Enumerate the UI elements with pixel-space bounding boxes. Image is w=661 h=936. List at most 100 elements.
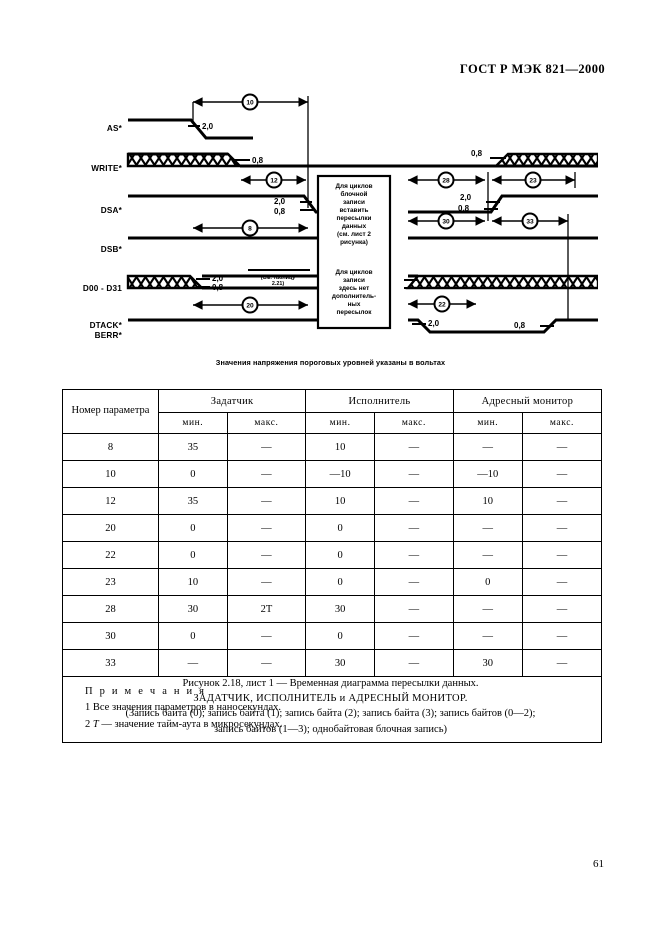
cell-value-0: 0 [158, 622, 228, 650]
cell-value-2: 0 [305, 622, 376, 650]
bubble-22-label: 22 [438, 302, 446, 309]
cell-value-0: — [158, 649, 228, 677]
cell-value-4: — [452, 514, 523, 542]
threshold-voltage-note: Значения напряжения пороговых уровней ук… [215, 358, 446, 367]
caption-line-1: Рисунок 2.18, лист 1 — Временная диаграм… [182, 678, 479, 689]
timing-diagram: AS* WRITE* DSA* DSB* D00 - D31 DTACK* BE… [78, 88, 598, 350]
bubble-28 [437, 171, 455, 189]
bubble-10 [241, 93, 259, 111]
svg-text:пересылок: пересылок [337, 309, 373, 316]
parameters-table-wrapper: Номер параметра Задатчик Исполнитель Адр… [62, 389, 603, 743]
table-header-row-sub: мин. макс. мин. макс. мин. макс. [63, 412, 603, 434]
cell-value-1: — [226, 541, 307, 569]
caption-line-4: запись байтов (1—3); однобайтовая блочна… [213, 723, 447, 735]
header-group-monitor: Адресный монитор [452, 389, 603, 413]
cell-value-4: 0 [452, 568, 523, 596]
cell-value-2: —10 [305, 460, 376, 488]
cell-value-3: — [374, 622, 454, 650]
cell-param-number: 22 [62, 541, 159, 569]
write-voltage-08: 0,8 [252, 156, 264, 165]
dsa-voltage-08: 0,8 [274, 207, 286, 216]
notes-title: П р и м е ч а н и я [85, 686, 207, 697]
header-param-number: Номер параметра [62, 389, 159, 434]
cell-value-4: — [452, 433, 523, 461]
write-voltage-08-right: 0,8 [471, 149, 483, 158]
svg-text:записи: записи [343, 277, 365, 284]
bubble-20-label: 20 [246, 303, 254, 310]
signal-label-dsb: DSB* [101, 245, 123, 254]
svg-text:записи: записи [343, 199, 365, 206]
svg-text:блочной: блочной [341, 190, 368, 198]
notes-line-2-rest: — значение тайм-аута в микросекундах. [98, 718, 283, 730]
cell-value-5: — [521, 514, 603, 542]
cell-value-1: — [226, 460, 307, 488]
cell-value-0: 0 [158, 514, 228, 542]
cell-value-5: — [521, 649, 603, 677]
bubble-22 [433, 295, 451, 313]
signal-label-berr: BERR* [95, 331, 123, 340]
signal-label-as: AS* [107, 124, 123, 133]
cell-value-0: 0 [158, 460, 228, 488]
table-reference-number: 2.21) [272, 281, 284, 287]
cell-value-0: 10 [158, 568, 228, 596]
header-sub-min-3: мин. [452, 412, 523, 434]
note-box-lower-text: Для циклов записи здесь нет дополнитель-… [332, 269, 376, 316]
header-sub-max-1: макс. [226, 412, 307, 434]
svg-text:данных: данных [342, 223, 367, 230]
header-sub-max-3: макс. [521, 412, 603, 434]
cell-param-number: 8 [62, 433, 159, 461]
cell-value-0: 35 [158, 433, 228, 461]
cell-value-5: — [521, 433, 603, 461]
cell-param-number: 10 [62, 460, 159, 488]
notes-line-2: 2 T — значение тайм-аута в микросекундах… [85, 717, 601, 733]
cell-value-0: 30 [158, 595, 228, 623]
cell-value-1: — [226, 622, 307, 650]
cell-value-0: 35 [158, 487, 228, 515]
dtack-voltage-2v: 2,0 [428, 319, 440, 328]
bubble-12 [265, 171, 283, 189]
table-header-row-groups: Номер параметра Задатчик Исполнитель Адр… [62, 389, 603, 434]
cell-value-1: — [226, 433, 307, 461]
dtack-voltage-08: 0,8 [514, 321, 526, 330]
cell-param-number: 28 [62, 595, 159, 623]
bubble-8 [241, 219, 259, 237]
cell-value-3: — [374, 649, 454, 677]
bubble-20 [241, 296, 259, 314]
cell-value-2: 0 [305, 541, 376, 569]
cell-value-4: 10 [452, 487, 523, 515]
table-reference-note: (См. таблицу [261, 274, 296, 281]
waveform-as [128, 118, 253, 140]
cell-value-4: —10 [452, 460, 523, 488]
cell-param-number: 23 [62, 568, 159, 596]
cell-value-1: — [226, 568, 307, 596]
cell-value-5: — [521, 595, 603, 623]
cell-param-number: 33 [62, 649, 159, 677]
dsa-voltage-2v: 2,0 [274, 197, 286, 206]
svg-text:Для циклов: Для циклов [335, 269, 372, 276]
waveform-dsa-right [408, 194, 598, 214]
header-sub-min-1: мин. [158, 412, 228, 434]
cell-value-5: — [521, 568, 603, 596]
svg-text:вставить: вставить [340, 207, 369, 214]
cell-value-1: — [226, 487, 307, 515]
waveform-write [126, 152, 598, 168]
cell-param-number: 20 [62, 514, 159, 542]
cell-value-1: — [226, 649, 307, 677]
cell-value-4: 30 [452, 649, 523, 677]
cell-value-5: — [521, 460, 603, 488]
bubble-30-label: 30 [442, 219, 450, 226]
notes-line-2-prefix: 2 [85, 718, 93, 730]
svg-text:здесь нет: здесь нет [339, 285, 369, 292]
cell-value-3: — [374, 460, 454, 488]
document-standard-header: ГОСТ Р МЭК 821—2000 [459, 62, 605, 76]
bubble-28-label: 28 [442, 178, 450, 185]
data-voltage-08: 0,8 [212, 283, 224, 292]
cell-value-2: 0 [305, 568, 376, 596]
cell-value-1: — [226, 514, 307, 542]
